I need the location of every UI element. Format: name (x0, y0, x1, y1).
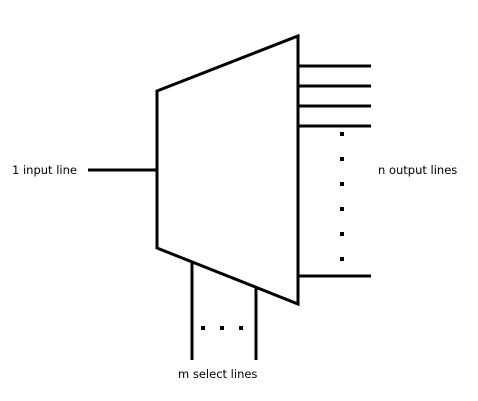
ellipsis-dot (239, 326, 243, 330)
ellipsis-dot (340, 182, 344, 186)
ellipsis-dot (201, 326, 205, 330)
demux-body (155, 33, 300, 307)
output-ellipsis (340, 132, 344, 261)
ellipsis-dot (220, 326, 224, 330)
input-line-label: 1 input line (12, 163, 77, 177)
ellipsis-dot (340, 132, 344, 136)
ellipsis-dot (340, 232, 344, 236)
ellipsis-dot (340, 207, 344, 211)
ellipsis-dot (340, 257, 344, 261)
select-lines (190, 262, 258, 360)
select-lines-label: m select lines (178, 367, 257, 381)
output-lines-label: n output lines (378, 163, 457, 177)
output-lines (298, 64, 371, 278)
ellipsis-dot (340, 157, 344, 161)
select-ellipsis (201, 326, 243, 330)
